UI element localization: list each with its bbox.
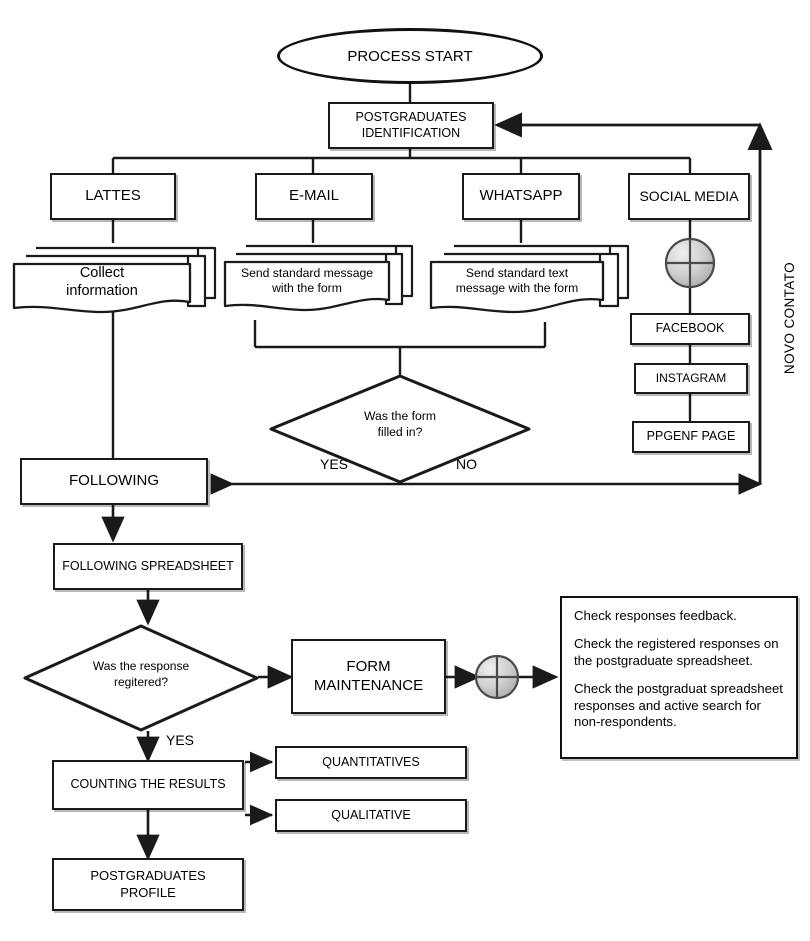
check-notes-box: Check responses feedback. Check the regi… [560,596,798,759]
circle-cross-junction-icon-top [664,237,716,289]
facebook-label: FACEBOOK [655,321,725,336]
decision-form-filled-line1: Was the form [363,409,436,423]
collect-information-line2: information [66,283,138,300]
decision-response-registered-node[interactable]: Was the response regitered? [22,623,260,733]
collect-information-line1: Collect [79,265,125,281]
social-media-node[interactable]: SOCIAL MEDIA [628,173,750,220]
yes-response-edge-label: YES [166,732,195,748]
lattes-label: LATTES [85,187,141,205]
decision-response-registered-text: Was the response regitered? [22,659,260,690]
ppgenf-page-label: PPGENF PAGE [646,429,736,444]
collect-information-text: Collect information [14,264,190,300]
counting-the-results-node[interactable]: COUNTING THE RESULTS [52,760,244,810]
whatsapp-document-stack[interactable]: Send standard text message with the form [428,240,638,320]
whatsapp-document-text: Send standard text message with the form [431,266,603,297]
following-spreadsheet-label: FOLLOWING SPREADSHEET [62,558,234,573]
email-document-line1: Send standard message [240,266,374,280]
email-document-stack[interactable]: Send standard message with the form [222,240,422,320]
yes-form-edge-label: YES [320,456,349,472]
form-maintenance-label-line2: MAINTENANCE [313,676,424,694]
whatsapp-label: WHATSAPP [479,187,563,205]
decision-response-line2: regitered? [113,674,169,689]
whatsapp-node[interactable]: WHATSAPP [462,173,580,220]
lattes-node[interactable]: LATTES [50,173,176,220]
email-document-text: Send standard message with the form [225,266,389,297]
postgraduates-identification-label-line2: IDENTIFICATION [361,125,461,140]
process-start-label: PROCESS START [347,47,473,65]
following-spreadsheet-node[interactable]: FOLLOWING SPREADSHEET [53,543,243,590]
quantitatives-label: QUANTITATIVES [322,754,420,769]
email-node[interactable]: E-MAIL [255,173,373,220]
email-label: E-MAIL [288,187,339,205]
novo-contato-label: NOVO CONTATO [782,262,797,375]
quantitatives-node[interactable]: QUANTITATIVES [275,746,467,779]
whatsapp-document-line2: message with the form [455,281,579,296]
postgraduates-identification-label-line1: POSTGRADUATES [355,109,467,124]
postgraduates-identification-node[interactable]: POSTGRADUATES IDENTIFICATION [328,102,494,149]
process-start-node[interactable]: PROCESS START [277,28,543,84]
check-note-2: Check the registered responses on the po… [574,635,779,668]
check-note-3: Check the postgraduat spreadsheet respon… [574,680,783,730]
collect-information-document-stack[interactable]: Collect information [8,240,223,320]
following-label: FOLLOWING [68,472,159,490]
check-note-1: Check responses feedback. [574,608,737,623]
whatsapp-document-line1: Send standard text [465,266,569,280]
qualitative-label: QUALITATIVE [331,807,411,822]
following-node[interactable]: FOLLOWING [20,458,208,505]
postgraduates-profile-label-line1: POSTGRADUATES [90,868,206,884]
no-form-edge-label: NO [456,456,477,472]
form-maintenance-label-line1: FORM [346,657,391,675]
email-document-line2: with the form [272,281,342,296]
postgraduates-profile-node[interactable]: POSTGRADUATES PROFILE [52,858,244,911]
form-maintenance-node[interactable]: FORM MAINTENANCE [291,639,446,714]
postgraduates-profile-label-line2: PROFILE [120,884,176,900]
counting-the-results-label: COUNTING THE RESULTS [70,777,226,792]
facebook-node[interactable]: FACEBOOK [630,313,750,345]
qualitative-node[interactable]: QUALITATIVE [275,799,467,832]
instagram-label: INSTAGRAM [655,371,727,385]
decision-form-filled-text: Was the form filled in? [268,409,532,441]
decision-form-filled-node[interactable]: Was the form filled in? [268,373,532,485]
social-media-label: SOCIAL MEDIA [639,187,739,204]
circle-cross-junction-icon-bottom [474,654,520,700]
decision-response-line1: Was the response [92,659,190,673]
ppgenf-page-node[interactable]: PPGENF PAGE [632,421,750,453]
instagram-node[interactable]: INSTAGRAM [634,363,748,394]
decision-form-filled-line2: filled in? [377,424,423,439]
